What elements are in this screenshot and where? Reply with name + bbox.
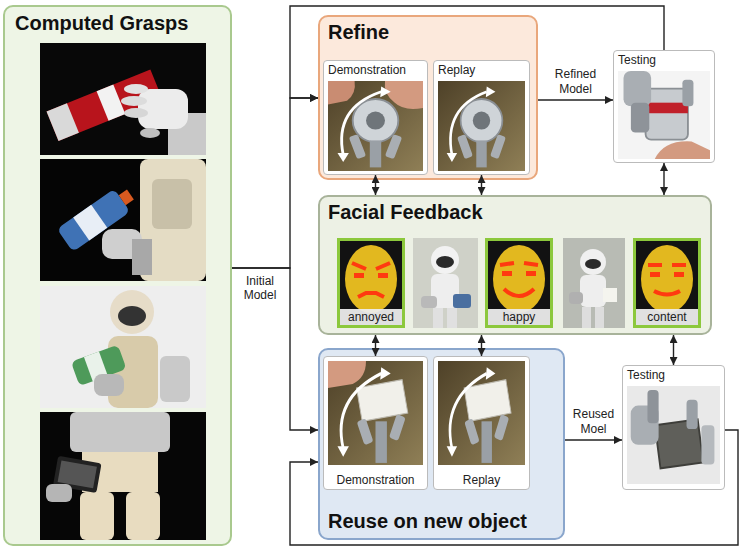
face-box: content — [633, 238, 701, 328]
demonstration-photo — [328, 361, 423, 465]
flow-arrow — [481, 175, 482, 195]
testing-box: Testing — [622, 365, 725, 490]
panel-title: Facial Feedback — [328, 200, 702, 224]
grasp-photos — [5, 7, 230, 544]
flow-arrow — [232, 98, 318, 268]
panel-title: Refine — [328, 20, 528, 44]
replay-photo — [438, 81, 525, 171]
edge-label: Reused Moel — [568, 407, 620, 436]
testing-photo — [627, 386, 720, 484]
replay-photo — [438, 361, 525, 465]
face-box: happy — [485, 238, 553, 328]
grasps-panel: Computed Grasps — [3, 5, 232, 546]
edge-label-box: Refined Model — [547, 67, 605, 96]
step-title: Demonstration — [328, 473, 423, 487]
flow-arrow — [290, 430, 738, 545]
face-label: content — [636, 309, 698, 325]
flow-arrow — [375, 335, 376, 356]
flow-arrow — [375, 175, 376, 195]
testing-box: Testing — [613, 50, 715, 163]
face-label: annoyed — [340, 309, 402, 325]
step-title: Testing — [618, 53, 710, 67]
testing-photo — [618, 71, 710, 159]
flow-arrow — [663, 163, 664, 195]
edge-label-box: Reused Moel — [568, 407, 620, 436]
face-label: happy — [488, 309, 550, 325]
step-box: Demonstration — [323, 60, 428, 175]
reuse-panel: Reuse on new object Demonstration Replay — [318, 348, 565, 540]
feedback-panel: Facial Feedback annoyed happy content — [318, 195, 712, 335]
flow-arrow — [481, 335, 482, 356]
refine-panel: Refine Demonstration Replay — [318, 15, 538, 180]
panel-title: Computed Grasps — [15, 11, 220, 35]
flow-arrow — [538, 99, 613, 100]
step-title: Replay — [438, 63, 525, 77]
edge-label: Refined Model — [547, 67, 605, 96]
step-title: Testing — [627, 368, 720, 382]
demonstration-photo — [328, 81, 423, 171]
face-box: annoyed — [337, 238, 405, 328]
step-title: Replay — [438, 473, 525, 487]
step-box: Demonstration — [323, 356, 428, 490]
flow-label: Initial Model — [236, 274, 284, 303]
flow-arrow — [673, 335, 674, 365]
panel-title: Reuse on new object — [328, 509, 555, 533]
step-box: Replay — [433, 356, 530, 490]
flow-label-box: Initial Model — [236, 274, 284, 303]
flow-arrow — [565, 439, 622, 440]
step-box: Replay — [433, 60, 530, 175]
flow-arrow — [290, 6, 664, 98]
step-title: Demonstration — [328, 63, 423, 77]
flow-arrow — [232, 268, 318, 430]
